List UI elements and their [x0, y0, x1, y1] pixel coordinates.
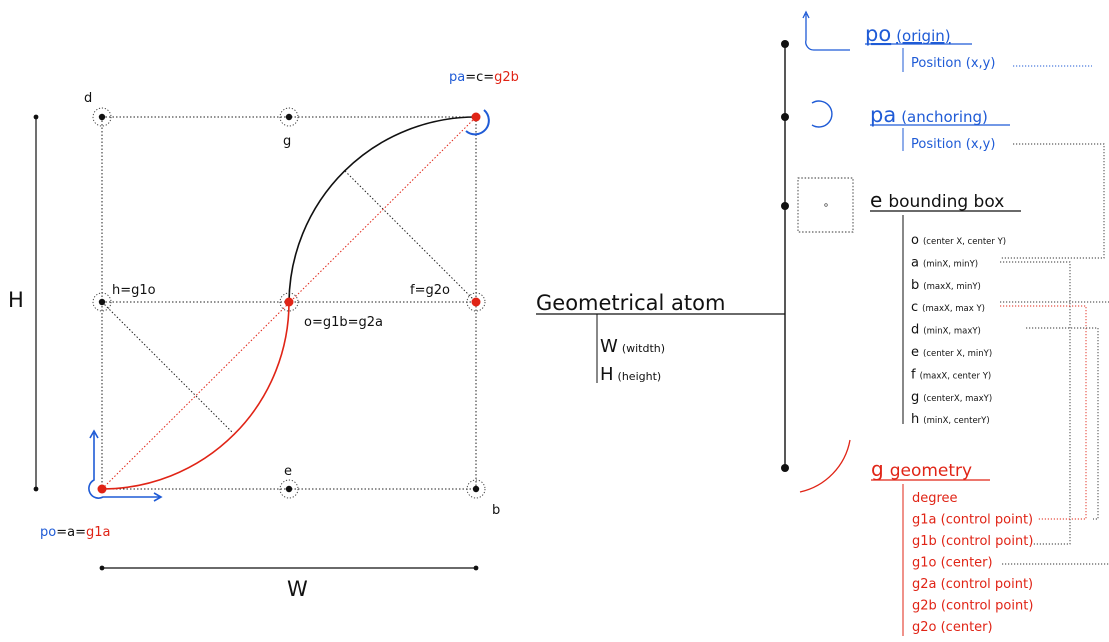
point-f — [471, 297, 481, 307]
bbox-item-e: e(center X, minY) — [911, 345, 992, 360]
node-pa — [781, 113, 789, 121]
width-dimension-right — [473, 565, 479, 571]
left-schematic: d g h=g1o f=g2o o=g1b=g2a e b po=a=g1a p… — [8, 70, 519, 601]
geometry-item: degree — [912, 491, 958, 506]
label-g: g — [283, 134, 291, 149]
height-symbol: H — [8, 288, 24, 312]
e-bbox-center-icon — [824, 203, 828, 207]
point-halos — [92, 107, 486, 499]
label-b: b — [492, 503, 500, 518]
label-po: po=a=g1a — [40, 525, 110, 540]
root-h: H(height) — [600, 364, 661, 385]
bbox-item-g: g(centerX, maxY) — [911, 390, 992, 405]
height-dimension-top — [33, 114, 39, 120]
label-e: e — [284, 464, 292, 479]
bbox-item-a: a(minX, minY) — [911, 255, 978, 270]
point-e — [285, 485, 293, 493]
height-dimension-bottom — [33, 486, 39, 492]
po-origin-icon — [802, 10, 850, 51]
bbox-item-f: f(maxX, center Y) — [911, 367, 991, 382]
right-tree: Geometrical atom W(witdth) H(height) po(… — [536, 10, 1109, 636]
e-bbox-icon — [797, 177, 854, 233]
width-dimension-left — [99, 565, 105, 571]
bbox-item-h: h(minX, centerY) — [911, 412, 990, 427]
root-title: Geometrical atom — [536, 291, 725, 315]
po-heading: po(origin) — [865, 22, 951, 46]
arc-g2 — [288, 116, 477, 303]
geometry-item: g2o (center) — [912, 620, 993, 635]
node-po — [781, 40, 789, 48]
point-c — [471, 112, 481, 122]
node-g — [781, 464, 789, 472]
geometry-item: g1o (center) — [912, 556, 993, 571]
pa-anchor-icon — [811, 100, 833, 128]
anchor-arc-icon — [465, 109, 490, 136]
geometry-item: g1a (control point) — [912, 513, 1033, 528]
bbox-item-c: c(maxX, max Y) — [911, 300, 985, 315]
arc-g1 — [101, 301, 290, 490]
point-h — [98, 298, 106, 306]
geometry-item: g2b (control point) — [912, 599, 1033, 614]
geometry-item: g1b (control point) — [912, 534, 1033, 549]
width-symbol: W — [287, 577, 308, 601]
geometry-list: degree g1a (control point) g1b (control po… — [912, 491, 1033, 635]
connector-lines — [1000, 65, 1109, 565]
label-o: o=g1b=g2a — [304, 315, 383, 330]
label-pa: pa=c=g2b — [449, 70, 519, 85]
label-h: h=g1o — [112, 283, 156, 298]
bbox-item-d: d(minX, maxY) — [911, 323, 981, 338]
g-arc-icon — [799, 439, 851, 493]
label-f: f=g2o — [410, 283, 450, 298]
node-e — [781, 202, 789, 210]
root-w: W(witdth) — [600, 336, 665, 357]
bbox-item-o: o(center X, center Y) — [911, 233, 1006, 248]
point-b — [472, 485, 480, 493]
point-o — [284, 297, 294, 307]
geometry-item: g2a (control point) — [912, 577, 1033, 592]
label-d: d — [84, 91, 92, 106]
point-a — [97, 484, 107, 494]
po-position: Position (x,y) — [911, 56, 995, 71]
origin-axes-icon — [88, 429, 163, 502]
bbox-list: o(center X, center Y) a(minX, minY) b(maxX… — [911, 233, 1006, 427]
bbox-item-b: b(maxX, minY) — [911, 278, 981, 293]
pa-position: Position (x,y) — [911, 137, 995, 152]
point-d — [98, 113, 106, 121]
pa-heading: pa(anchoring) — [870, 103, 988, 127]
point-g — [285, 113, 293, 121]
